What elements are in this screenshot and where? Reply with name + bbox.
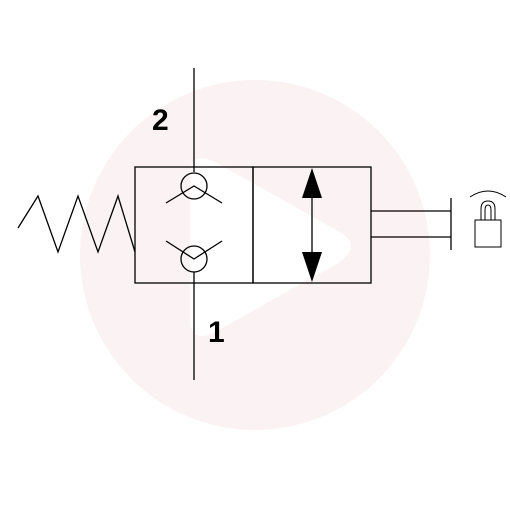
actuator-rod	[371, 198, 452, 250]
valve-envelope-right	[252, 166, 372, 284]
check-valve-icon	[165, 172, 223, 204]
port-label-2: 2	[152, 104, 169, 137]
watermark-logo	[80, 80, 430, 430]
double-arrow-icon	[302, 168, 322, 282]
spring-icon	[17, 193, 136, 254]
padlock-icon	[469, 190, 507, 248]
check-valve-icon	[165, 240, 223, 273]
port-label-1: 1	[208, 316, 225, 349]
